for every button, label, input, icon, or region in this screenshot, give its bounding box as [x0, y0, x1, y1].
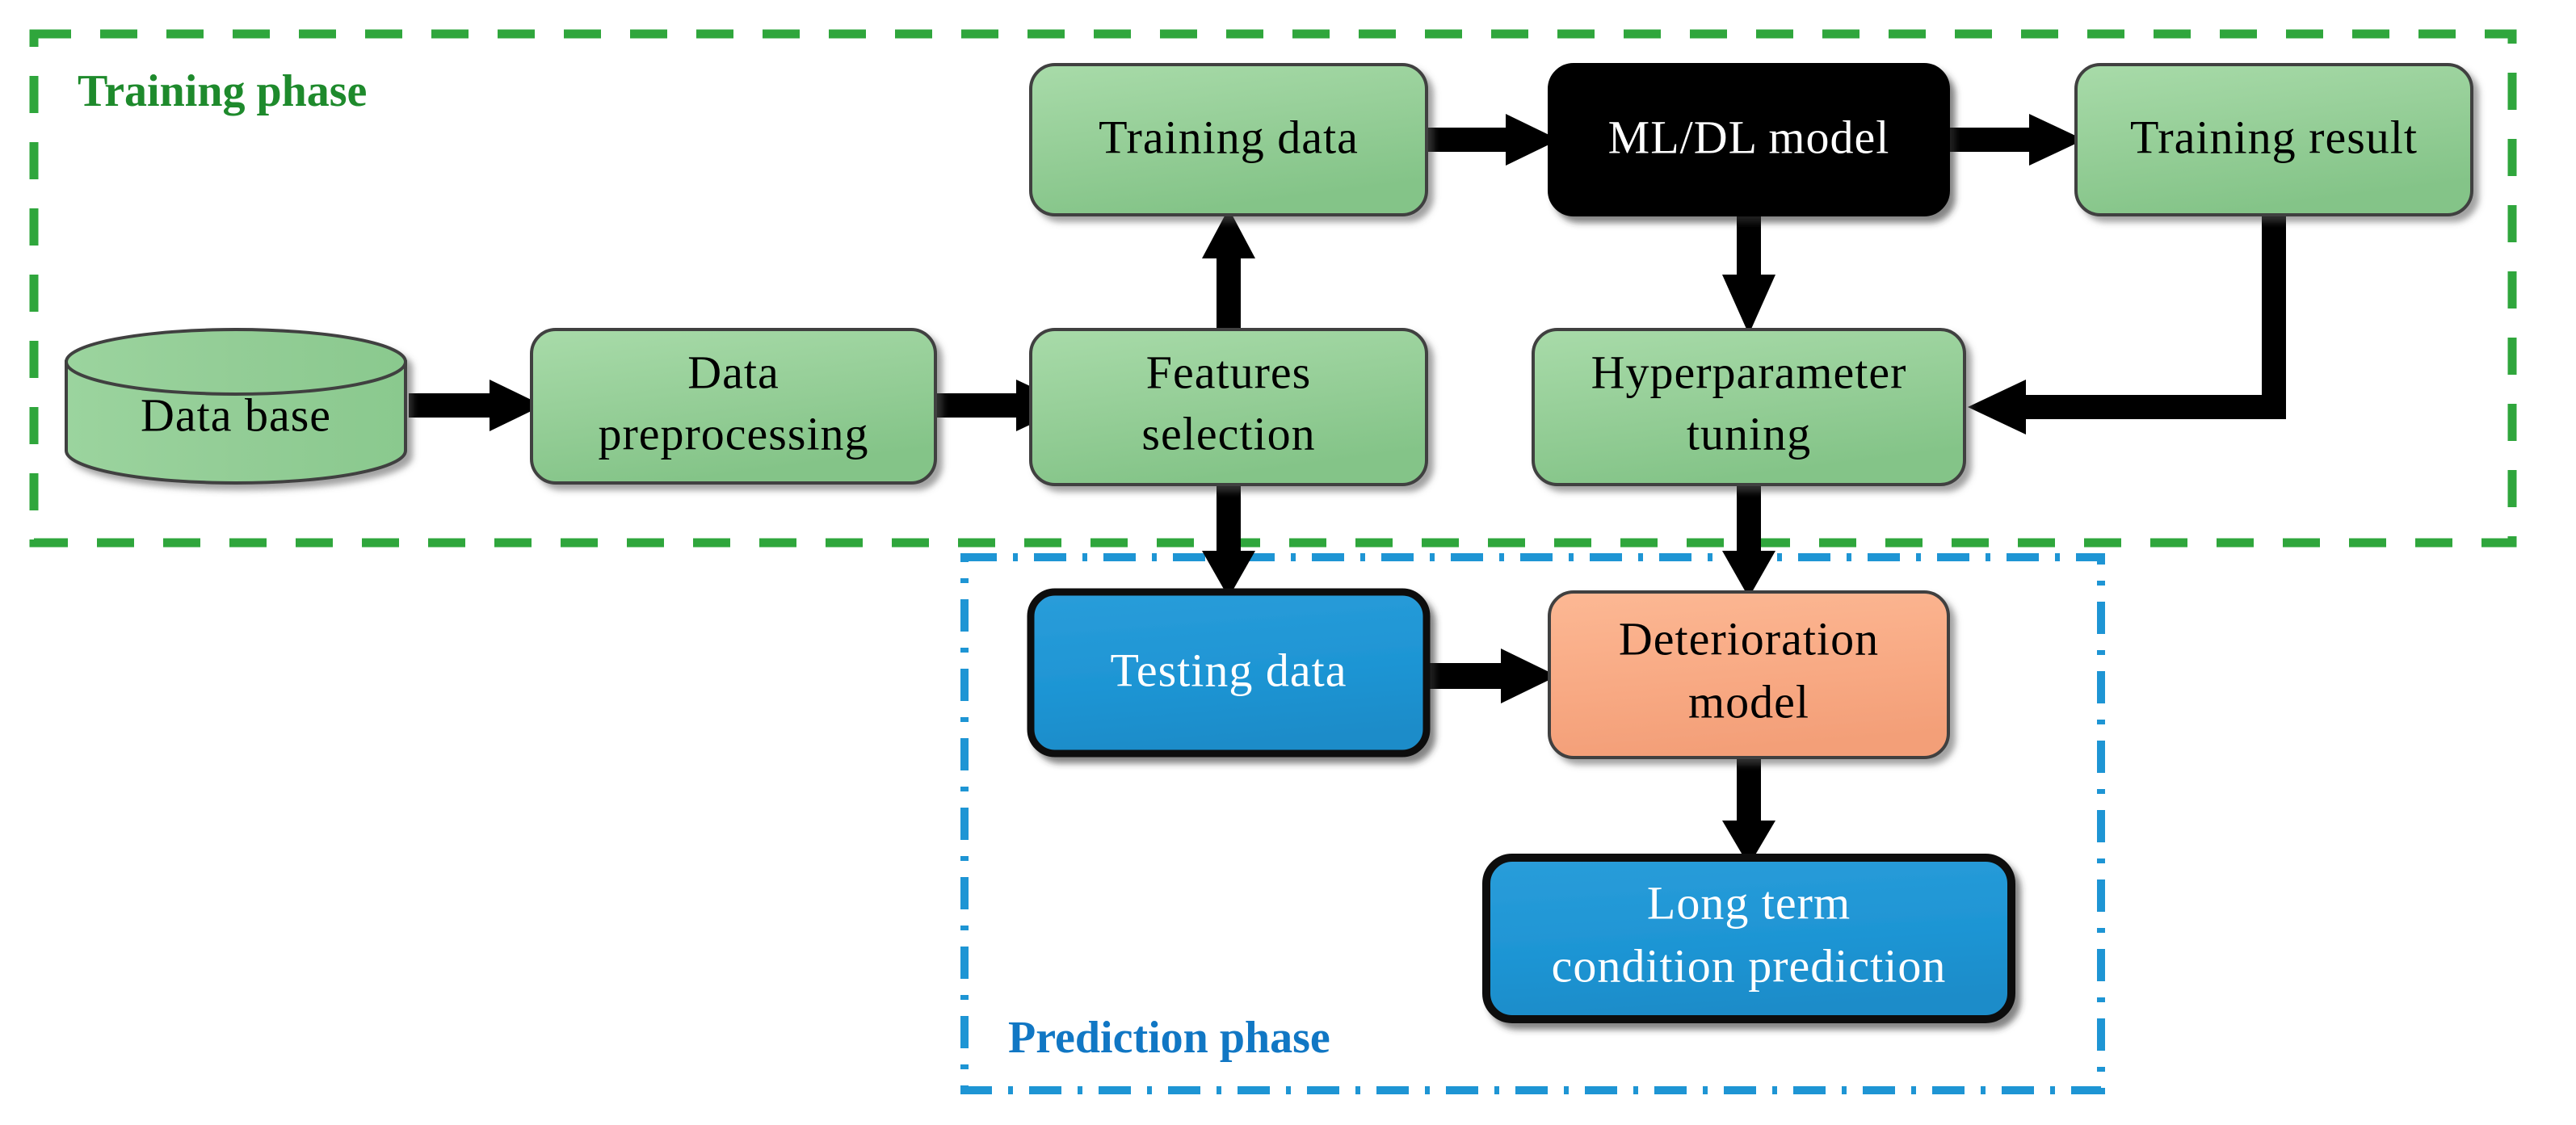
- node-features-selection[interactable]: Features selection: [1029, 328, 1428, 486]
- features-selection-label-line-1: Features: [1146, 346, 1312, 398]
- prediction-phase-border: [960, 553, 2105, 1094]
- training-phase-label: Training phase: [78, 66, 367, 116]
- arrow-training-result-to-hyperparameter: [1968, 212, 2286, 434]
- arrow-testing-data-to-deterioration: [1427, 649, 1557, 703]
- phase-container-training: Training phase: [29, 29, 2517, 548]
- node-testing-data[interactable]: Testing data: [1027, 588, 1431, 758]
- hyperparameter-tuning-label-line-1: Hyperparameter: [1591, 346, 1907, 398]
- long-term-condition-prediction-box: [1482, 854, 2015, 1023]
- connections-group: [409, 114, 2286, 866]
- node-training-result[interactable]: Training result: [2074, 63, 2473, 216]
- node-data-preprocessing[interactable]: Data preprocessing: [530, 328, 937, 485]
- deterioration-model-label-line-1: Deterioration: [1619, 612, 1879, 665]
- arrow-features-to-testing-data: [1202, 481, 1255, 598]
- testing-data-box: [1027, 588, 1431, 758]
- node-training-data[interactable]: Training data: [1029, 63, 1428, 216]
- node-long-term-condition-prediction[interactable]: Long term condition prediction: [1482, 854, 2015, 1023]
- arrow-hyperparameter-to-deterioration: [1722, 481, 1775, 598]
- data-preprocessing-label-line-2: preprocessing: [598, 407, 868, 460]
- deterioration-model-label-line-2: model: [1688, 675, 1809, 728]
- training-phase-border: [29, 29, 2517, 548]
- prediction-phase-label: Prediction phase: [1008, 1013, 1330, 1063]
- node-ml-dl-model[interactable]: ML/DL model: [1548, 63, 1950, 216]
- features-selection-box: [1029, 328, 1428, 486]
- database-cylinder-body: [65, 360, 407, 485]
- deterioration-model-box: [1548, 590, 1950, 759]
- training-result-label: Training result: [2130, 111, 2418, 163]
- arrow-features-to-training-data: [1202, 208, 1255, 333]
- long-term-label-line-2: condition prediction: [1552, 939, 1947, 992]
- database-cylinder-top: [65, 328, 407, 396]
- long-term-label-line-1: Long term: [1647, 876, 1851, 929]
- arrow-database-to-preprocessing: [409, 380, 543, 431]
- arrow-model-to-training-result: [1948, 114, 2084, 166]
- arrow-training-data-to-model: [1427, 114, 1559, 166]
- node-database[interactable]: Data base: [65, 328, 407, 485]
- features-selection-label-line-2: selection: [1141, 407, 1315, 460]
- node-hyperparameter-tuning[interactable]: Hyperparameter tuning: [1532, 328, 1966, 486]
- hyperparameter-tuning-box: [1532, 328, 1966, 486]
- database-label: Data base: [141, 388, 331, 441]
- data-preprocessing-box: [530, 328, 937, 485]
- arrow-model-to-hyperparameter: [1722, 212, 1775, 334]
- ml-dl-model-box: [1548, 63, 1950, 216]
- testing-data-label: Testing data: [1110, 644, 1347, 696]
- hyperparameter-tuning-label-line-2: tuning: [1687, 407, 1811, 460]
- data-preprocessing-label-line-1: Data: [687, 346, 780, 398]
- training-data-box: [1029, 63, 1428, 216]
- ml-dl-model-label: ML/DL model: [1608, 111, 1890, 163]
- node-deterioration-model[interactable]: Deterioration model: [1548, 590, 1950, 759]
- arrow-deterioration-to-long-term: [1722, 754, 1775, 866]
- phase-container-prediction: Prediction phase: [960, 553, 2105, 1094]
- training-result-box: [2074, 63, 2473, 216]
- training-data-label: Training data: [1099, 111, 1359, 163]
